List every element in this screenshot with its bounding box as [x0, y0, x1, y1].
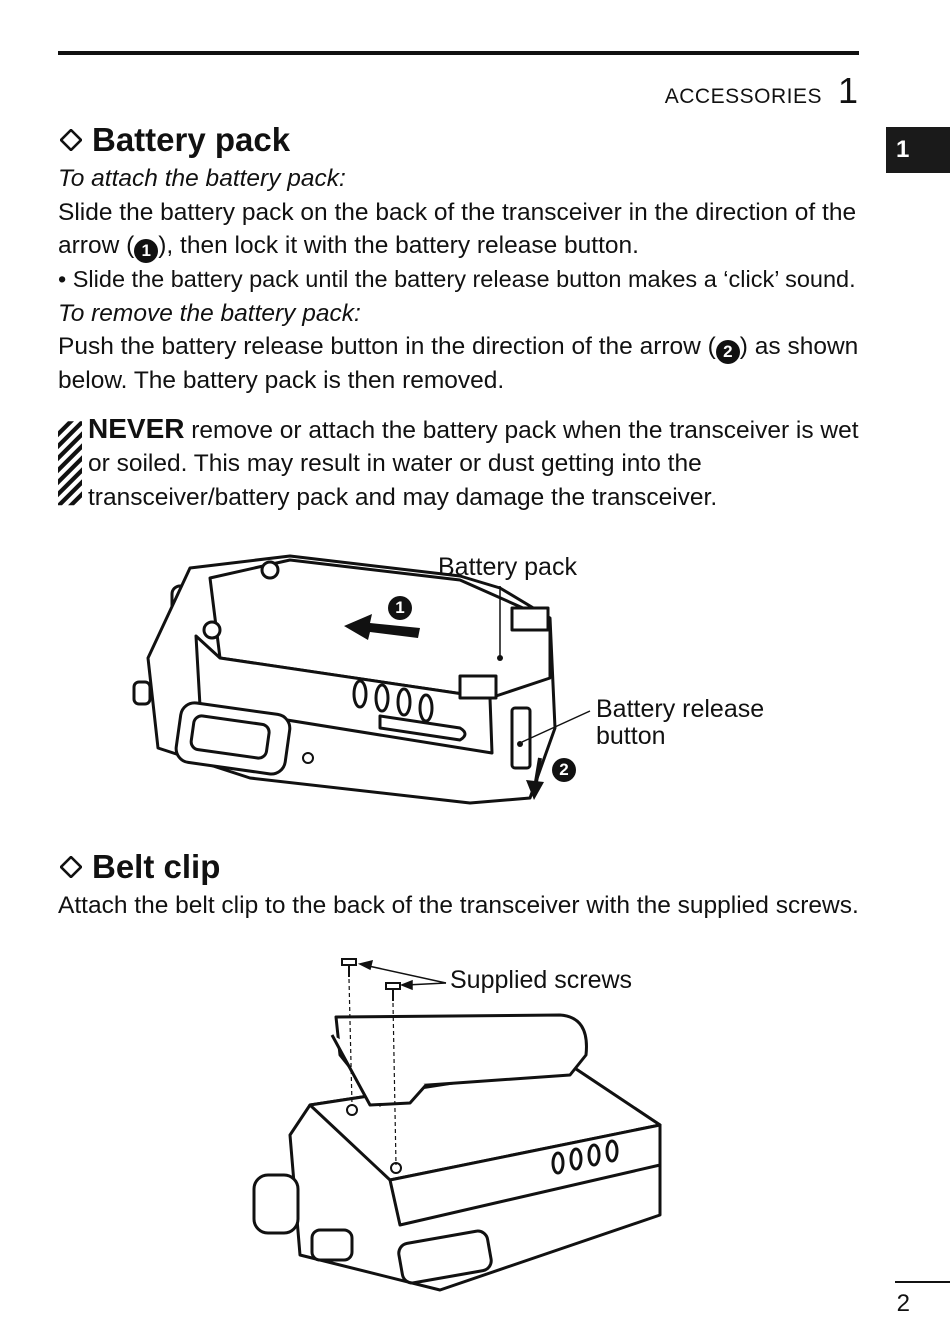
arrow-2-marker: 2	[715, 340, 740, 364]
battery-pack-heading: Battery pack	[58, 118, 859, 162]
belt-clip-illustration	[252, 958, 662, 1292]
remove-text: Push the battery release button in the d…	[58, 333, 859, 394]
battery-release-label-line2: button	[596, 722, 666, 750]
diamond-icon	[60, 129, 82, 151]
caution-stripes-icon	[58, 420, 82, 505]
remove-heading: To remove the battery pack:	[58, 299, 361, 327]
page-header: ACCESSORIES 1	[665, 70, 858, 112]
attach-heading: To attach the battery pack:	[58, 165, 346, 192]
diamond-icon	[60, 856, 82, 878]
attach-text: Slide the battery pack on the back of th…	[58, 196, 859, 263]
chapter-number: 1	[837, 70, 858, 111]
battery-section: Battery pack To attach the battery pack:…	[58, 118, 859, 514]
figure-arrow-1-marker: 1	[388, 596, 412, 620]
figure-arrow-2-marker: 2	[552, 758, 576, 782]
battery-pack-figure: Battery pack Battery release button 1 2	[130, 548, 810, 818]
belt-clip-title: Belt clip	[92, 848, 221, 885]
belt-clip-text: Attach the belt clip to the back of the …	[58, 892, 859, 919]
chapter-tab[interactable]: 1	[886, 127, 950, 173]
caution-note: NEVER remove or attach the battery pack …	[58, 412, 859, 515]
belt-clip-section: Belt clip Attach the belt clip to the ba…	[58, 845, 859, 923]
page-number: 2	[896, 1290, 910, 1317]
arrow-1-marker: 1	[134, 239, 159, 263]
belt-clip-heading: Belt clip	[58, 845, 859, 889]
top-rule	[58, 51, 859, 55]
belt-clip-figure: Supplied screws	[240, 955, 700, 1300]
caution-text: NEVER remove or attach the battery pack …	[88, 412, 859, 511]
supplied-screws-label: Supplied screws	[450, 966, 633, 994]
transceiver-battery-illustration	[132, 554, 591, 805]
attach-bullet: • Slide the battery pack until the batte…	[58, 266, 856, 292]
battery-pack-title: Battery pack	[92, 121, 291, 158]
battery-pack-label: Battery pack	[438, 553, 577, 581]
battery-release-label-line1: Battery release	[596, 695, 765, 723]
page-number-rule	[895, 1281, 950, 1283]
section-name: ACCESSORIES	[664, 85, 822, 108]
